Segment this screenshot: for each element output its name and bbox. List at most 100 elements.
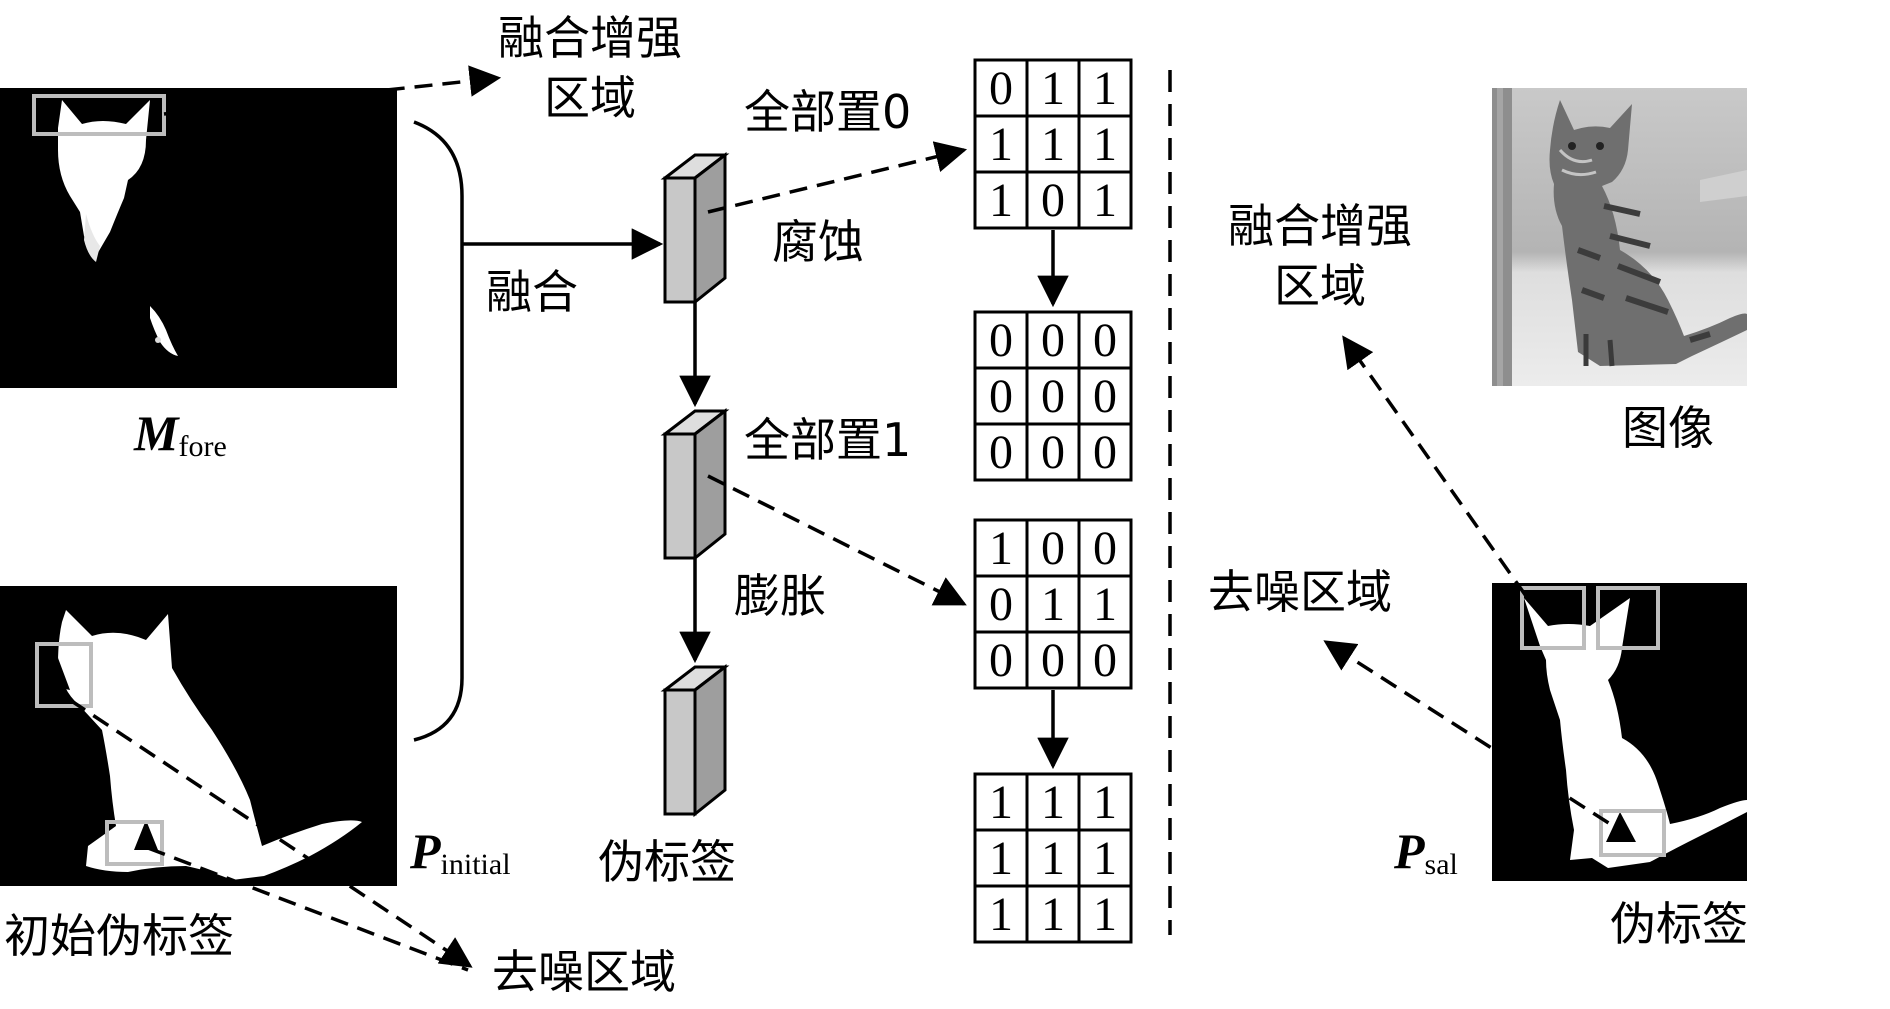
- matrix-cell-value: 1: [1093, 118, 1117, 171]
- matrix-cell-value: 1: [989, 888, 1013, 941]
- matrix-cell: [1077, 884, 1133, 944]
- matrix-cell-value: 1: [1093, 832, 1117, 885]
- matrix-cell-value: 0: [1093, 314, 1117, 367]
- p-initial-denoise-box-bottom: [105, 820, 164, 866]
- p-sal-symbol: Psal: [1394, 823, 1458, 881]
- matrix-cell-value: 0: [1093, 426, 1117, 479]
- merge-brace: [413, 120, 464, 742]
- matrix-cell: [1077, 170, 1133, 230]
- matrix-cell-value: 0: [1093, 522, 1117, 575]
- matrix-cell: [1077, 366, 1133, 426]
- pseudo-label-right-label: 伪标签: [1610, 897, 1748, 951]
- denoise-arrow-2: [147, 846, 469, 972]
- fusion-label: 融合: [486, 265, 578, 319]
- matrix-cell-value: 0: [1041, 522, 1065, 575]
- matrix-cell-value: 1: [989, 522, 1013, 575]
- matrix-cell: [1025, 518, 1081, 578]
- matrix-cell-value: 1: [989, 776, 1013, 829]
- erode-label: 腐蚀: [772, 215, 864, 269]
- erosion-kernel-arrow: [707, 141, 968, 214]
- matrix-cell: [973, 828, 1029, 888]
- matrix-cell-value: 1: [989, 118, 1013, 171]
- matrix-cell-value: 1: [1041, 776, 1065, 829]
- denoise-right-arrow: [1323, 640, 1633, 840]
- dilation-kernel-arrow: [707, 474, 967, 606]
- matrix-cell: [1077, 574, 1133, 634]
- matrix-cell-value: 1: [1093, 888, 1117, 941]
- p-sal-mask-image: [1492, 583, 1747, 881]
- matrix-cell-value: 1: [989, 174, 1013, 227]
- denoise-bottom-label: 去噪区域: [492, 945, 676, 999]
- p-initial-denoise-box-top: [35, 642, 93, 708]
- matrix-cell-value: 0: [1041, 426, 1065, 479]
- matrix-cell: [1025, 170, 1081, 230]
- all-zero-label: 全部置0: [744, 85, 912, 139]
- dilate-label: 膨胀: [734, 569, 826, 623]
- erosion-block: [660, 151, 730, 306]
- matrix-cell: [973, 170, 1029, 230]
- matrix-cell-value: 0: [1041, 370, 1065, 423]
- matrix-cell-value: 1: [1041, 888, 1065, 941]
- matrix-cell-value: 1: [1093, 776, 1117, 829]
- denoise-arrow-1: [69, 698, 473, 968]
- p-sal-fusion-box-right: [1596, 586, 1660, 650]
- matrix-cell-value: 0: [989, 314, 1013, 367]
- matrix-cell-value: 1: [1093, 62, 1117, 115]
- matrix-cell-value: 0: [1093, 634, 1117, 687]
- p-initial-symbol: Pinitial: [410, 823, 511, 881]
- matrix-cell-value: 0: [989, 426, 1013, 479]
- matrix-cell: [1077, 772, 1133, 832]
- fusion-region-right-label: 融合增强区域: [1228, 199, 1412, 313]
- matrix-cell: [1077, 828, 1133, 888]
- fusion-region-right-arrow: [1342, 335, 1528, 598]
- m-fore-highlight-box: [32, 94, 166, 136]
- m-fore-mask-image: [0, 88, 397, 388]
- matrix-cell: [1077, 58, 1133, 118]
- matrix-cell: [1077, 114, 1133, 174]
- input-image-photo: [1492, 88, 1747, 386]
- matrix-cell-value: 1: [1041, 578, 1065, 631]
- p-sal-denoise-box: [1599, 809, 1666, 857]
- matrix-cell: [1077, 630, 1133, 690]
- matrix-cell: [1025, 422, 1081, 482]
- denoise-right-label: 去噪区域: [1208, 565, 1392, 619]
- matrix-cell-value: 1: [989, 832, 1013, 885]
- matrix-cell: [1077, 310, 1133, 370]
- matrix-cell-value: 0: [1093, 370, 1117, 423]
- matrix-cell: [973, 884, 1029, 944]
- matrix-cell-value: 0: [1041, 634, 1065, 687]
- matrix-cell: [1025, 58, 1081, 118]
- image-label: 图像: [1622, 401, 1714, 455]
- matrix-cell-value: 1: [1093, 578, 1117, 631]
- matrix-cell-value: 1: [1041, 118, 1065, 171]
- initial-pseudo-label-label: 初始伪标签: [4, 909, 234, 963]
- matrix-cell-value: 1: [1041, 62, 1065, 115]
- matrix-cell-value: 0: [1041, 314, 1065, 367]
- matrix-cell: [973, 630, 1029, 690]
- matrix-cell: [1025, 574, 1081, 634]
- pseudo-label-center-label: 伪标签: [598, 835, 736, 889]
- fusion-region-top-label: 融合增强区域: [498, 11, 682, 125]
- dilation-block: [660, 407, 730, 562]
- matrix-cell-value: 0: [989, 370, 1013, 423]
- matrix-cell-value: 1: [1041, 832, 1065, 885]
- m-fore-symbol: Mfore: [134, 405, 227, 463]
- matrix-cell-value: 0: [989, 62, 1013, 115]
- pseudo-label-block: [660, 663, 730, 818]
- matrix-cell: [1025, 884, 1081, 944]
- matrix-cell-value: 0: [1041, 174, 1065, 227]
- matrix-cell-value: 0: [989, 578, 1013, 631]
- p-initial-mask-image: [0, 586, 397, 886]
- matrix-cell: [1025, 630, 1081, 690]
- matrix-cell-value: 0: [989, 634, 1013, 687]
- all-one-label: 全部置1: [744, 413, 912, 467]
- matrix-cell-value: 1: [1093, 174, 1117, 227]
- p-sal-fusion-box-left: [1520, 586, 1586, 650]
- matrix-cell: [1077, 422, 1133, 482]
